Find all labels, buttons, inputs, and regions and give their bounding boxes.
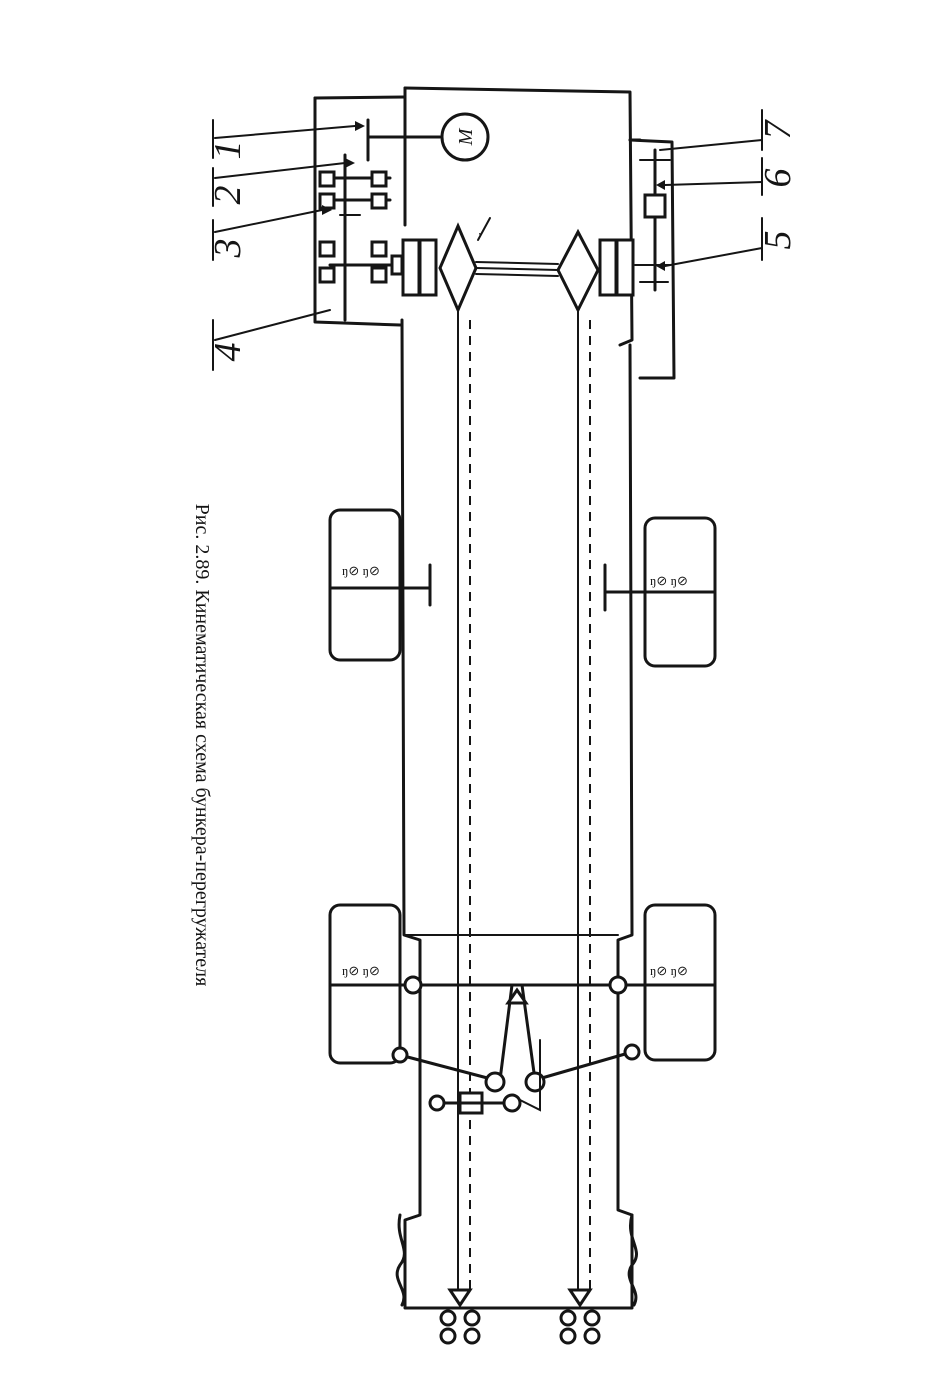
rear-right-wheel — [643, 903, 717, 1062]
front-axle: ŋ⊘ ŋ⊘ ŋ⊘ ŋ⊘ — [328, 508, 717, 668]
callout-labels: 1 2 3 4 5 6 7 — [207, 119, 799, 362]
callout-3: 3 — [207, 239, 249, 259]
callout-1: 1 — [207, 141, 249, 160]
drive-sprockets: · — [438, 217, 600, 314]
chassis-frame — [313, 86, 676, 1310]
motor-label: М — [455, 127, 477, 146]
figure-caption: Рис. 2.89. Кинематическая схема бункера-… — [191, 504, 213, 987]
callout-7: 7 — [757, 119, 799, 140]
svg-text:ŋ⊘ ŋ⊘: ŋ⊘ ŋ⊘ — [650, 573, 688, 588]
svg-text:ŋ⊘ ŋ⊘: ŋ⊘ ŋ⊘ — [342, 563, 380, 578]
callout-4: 4 — [207, 343, 249, 362]
callout-leaders — [212, 109, 763, 371]
rear-axle: ŋ⊘ ŋ⊘ ŋ⊘ ŋ⊘ — [328, 903, 717, 1115]
tail-section — [395, 1213, 638, 1345]
svg-text:ŋ⊘ ŋ⊘: ŋ⊘ ŋ⊘ — [342, 963, 380, 978]
motor: М — [366, 112, 490, 162]
svg-text:·: · — [472, 232, 487, 236]
callout-6: 6 — [757, 169, 799, 188]
right-bearings — [598, 238, 635, 297]
callout-2: 2 — [207, 186, 249, 205]
right-transmission — [628, 138, 671, 292]
gearbox — [318, 118, 438, 322]
conveyor-chains — [457, 309, 591, 1301]
svg-text:ŋ⊘ ŋ⊘: ŋ⊘ ŋ⊘ — [650, 963, 688, 978]
callout-5: 5 — [757, 231, 799, 250]
front-left-wheel — [328, 508, 402, 662]
